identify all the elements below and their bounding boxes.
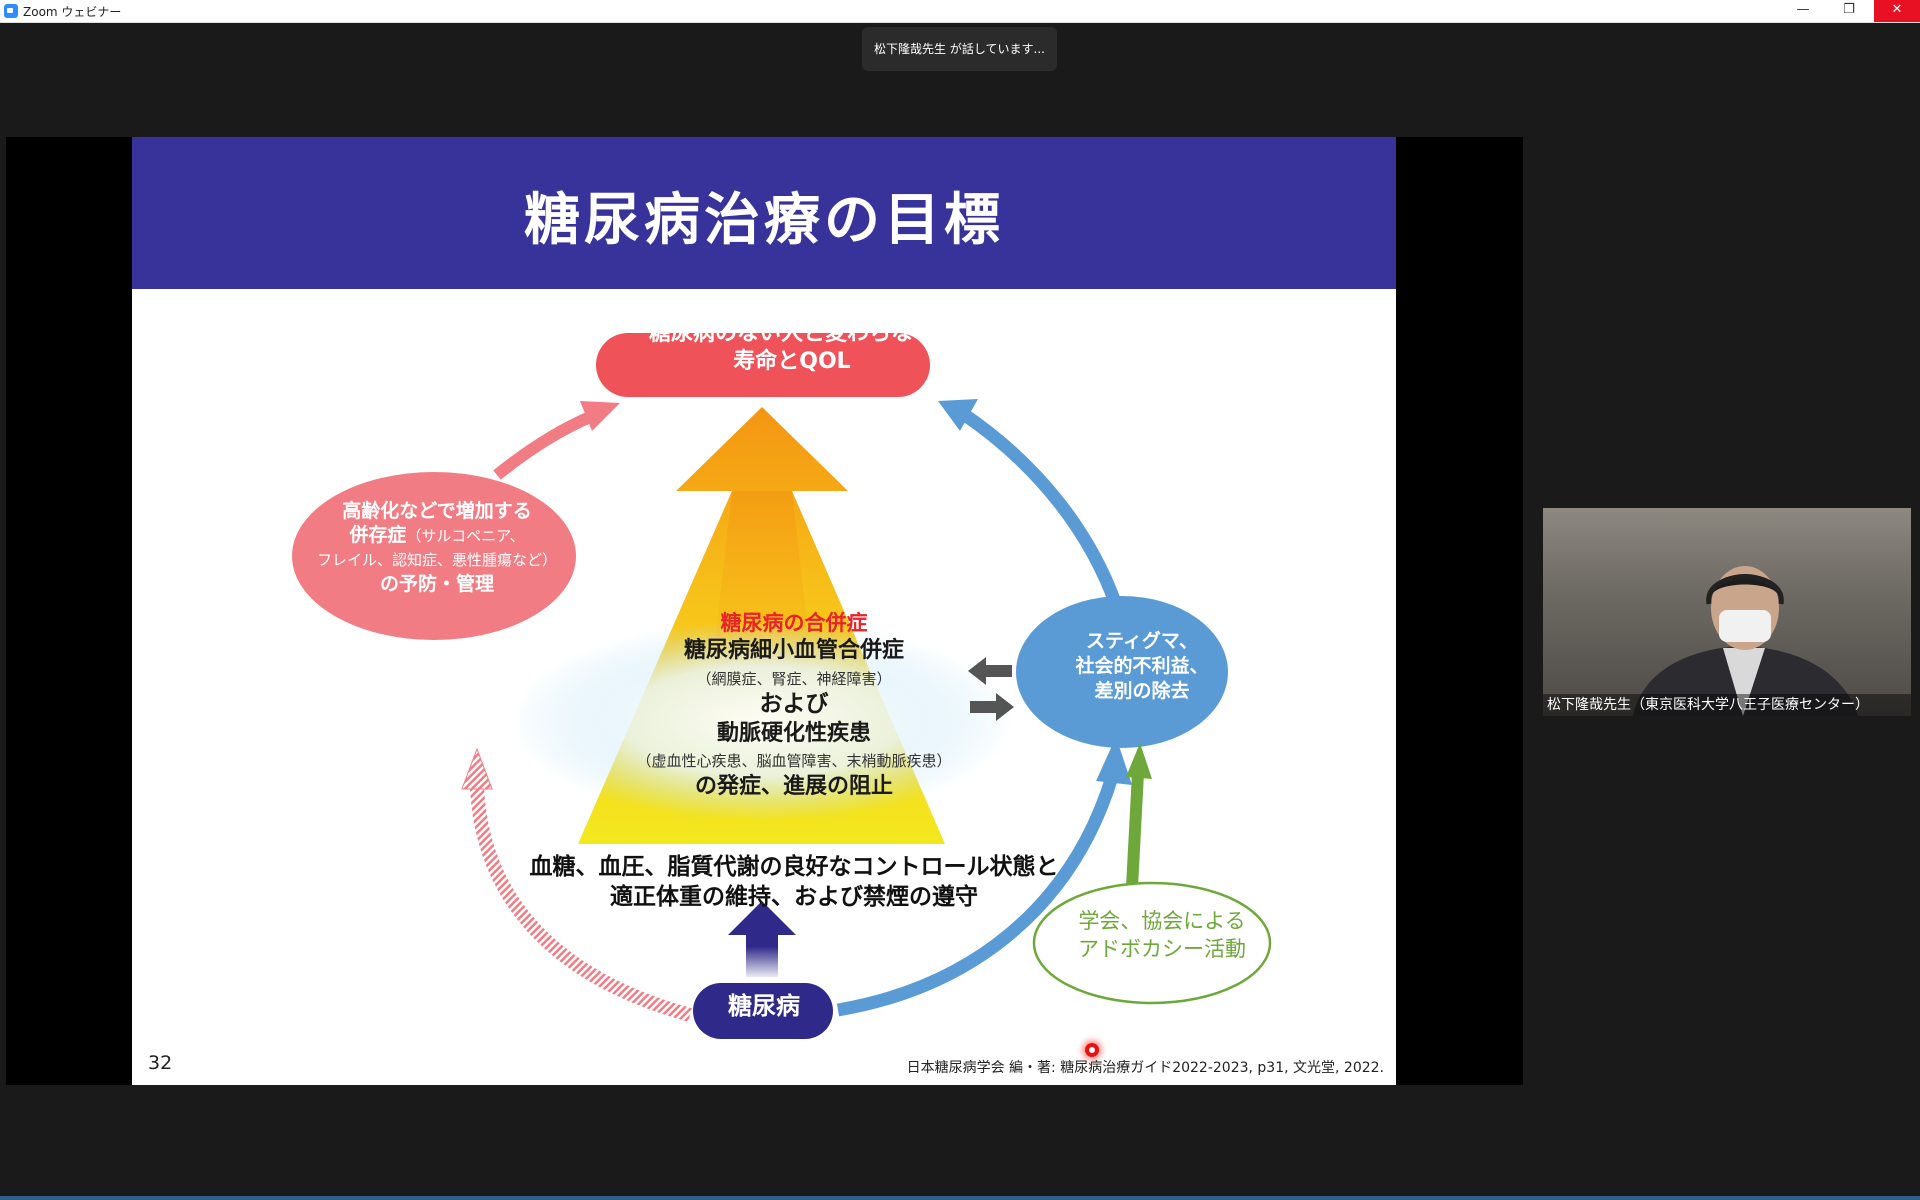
- advocacy-line-2: アドボカシー活動: [1032, 935, 1292, 963]
- diabetes-label: 糖尿病: [697, 991, 831, 1021]
- active-speaker-banner: 松下隆哉先生 が話しています...: [862, 27, 1057, 71]
- control-line-2: 適正体重の維持、および禁煙の遵守: [432, 882, 1156, 912]
- close-button[interactable]: ✕: [1874, 0, 1920, 22]
- goal-line-1: 糖尿病のない人と変わらない: [602, 320, 982, 348]
- participant-video-tile[interactable]: 松下隆哉先生（東京医科大学八王子医療センター）: [1543, 508, 1911, 716]
- navy-up-arrow: [728, 901, 796, 977]
- minimize-button[interactable]: —: [1780, 0, 1826, 22]
- presentation-slide: 糖尿病治療の目標: [132, 137, 1396, 1085]
- advocacy-label: 学会、協会による アドボカシー活動: [1032, 907, 1292, 963]
- stigma-line-3: 差別の除去: [1022, 679, 1262, 704]
- speaker-figure: [1543, 508, 1911, 716]
- restore-button[interactable]: ❐: [1826, 0, 1872, 22]
- goal-label: 糖尿病のない人と変わらない 寿命とQOL: [602, 320, 982, 376]
- aging-line-1: 高齢化などで増加する: [287, 499, 587, 523]
- aging-line-4: の予防・管理: [287, 572, 587, 596]
- control-label: 血糖、血圧、脂質代謝の良好なコントロール状態と 適正体重の維持、および禁煙の遵守: [432, 852, 1156, 912]
- window-titlebar: Zoom ウェビナー — ❐ ✕: [0, 0, 1920, 23]
- atherosclerosis-label: 動脈硬化性疾患: [552, 720, 1036, 748]
- microvascular-label: 糖尿病細小血管合併症: [552, 637, 1036, 665]
- slide-citation: 日本糖尿病学会 編・著: 糖尿病治療ガイド2022-2023, p31, 文光堂…: [907, 1057, 1384, 1077]
- aging-label: 高齢化などで増加する 併存症（サルコペニア、 フレイル、認知症、悪性腫瘍など） …: [287, 499, 587, 596]
- comorbidity-word: 併存症: [349, 524, 406, 546]
- bottom-strip: [0, 1196, 1920, 1200]
- window-title: Zoom ウェビナー: [23, 3, 121, 20]
- microvascular-detail: （網膜症、腎症、神経障害）: [552, 669, 1036, 689]
- aging-line-2: 併存症（サルコペニア、: [287, 523, 587, 548]
- aging-line-2-detail: （サルコペニア、: [406, 527, 524, 545]
- goal-line-2: 寿命とQOL: [602, 348, 982, 376]
- laser-pointer-icon: [1085, 1043, 1099, 1057]
- stigma-line-2: 社会的不利益、: [1022, 654, 1262, 679]
- stigma-label: スティグマ、 社会的不利益、 差別の除去: [1022, 629, 1262, 704]
- atherosclerosis-detail: （虚血性心疾患、脳血管障害、末梢動脈疾患）: [512, 751, 1076, 771]
- zoom-app-icon: [4, 4, 18, 18]
- aging-line-3: フレイル、認知症、悪性腫瘍など）: [287, 548, 587, 572]
- control-line-1: 血糖、血圧、脂質代謝の良好なコントロール状態と: [432, 852, 1156, 882]
- prevention-label: の発症、進展の阻止: [552, 773, 1036, 801]
- participant-name-label: 松下隆哉先生（東京医科大学八王子医療センター）: [1543, 694, 1911, 716]
- complications-title: 糖尿病の合併症: [582, 609, 1006, 637]
- and-label: および: [552, 690, 1036, 718]
- slide-page-number: 32: [148, 1052, 172, 1074]
- stigma-line-1: スティグマ、: [1022, 629, 1262, 654]
